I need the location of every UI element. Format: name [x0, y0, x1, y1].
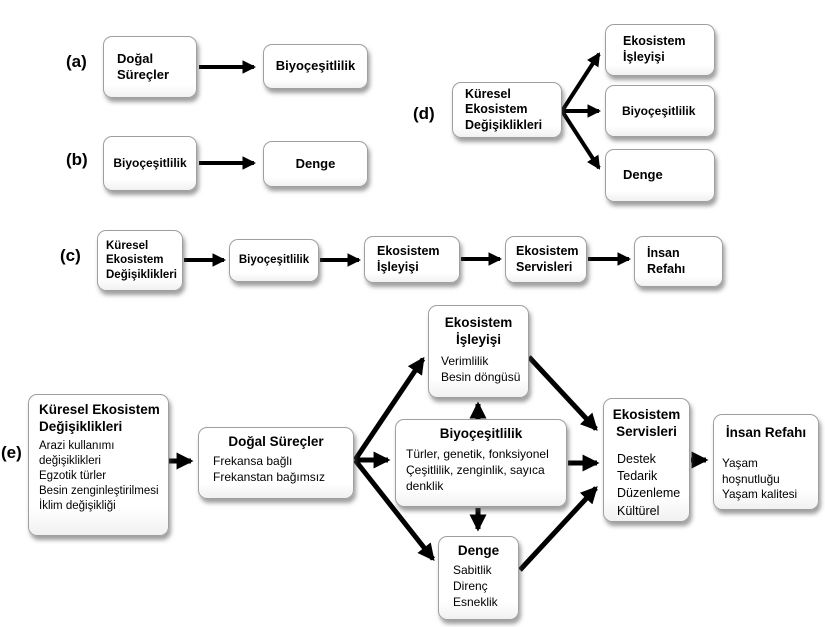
node-e-denge: Denge Sabitlik Direnç Esneklik — [438, 536, 519, 620]
node-body: Sabitlik Direnç Esneklik — [453, 562, 498, 609]
node-title: Biyoçeşitlilik — [622, 103, 696, 118]
node-body: Frekansa bağlı Frekanstan bağımsız — [213, 453, 326, 484]
node-title: Küresel Ekosistem Değişiklikleri — [106, 239, 177, 281]
node-body: Verimlilik Besin döngüsü — [441, 353, 521, 384]
node-body: Destek Tedarik Düzenleme Kültürel — [617, 451, 681, 518]
panel-label-d: (d) — [413, 104, 435, 123]
node-e-biyocesitlilik: Biyoçeşitlilik Türler, genetik, fonksiyo… — [395, 419, 567, 507]
arrow-d-1 — [560, 52, 601, 113]
node-c-servisleri: Ekosistem Servisleri — [505, 236, 587, 283]
node-body: Yaşam hoşnutluğu Yaşam kalitesi — [722, 455, 798, 502]
node-title: Ekosistem İşleyişi — [444, 315, 513, 347]
node-d-denge: Denge — [605, 149, 715, 202]
node-e-insan-refahi: İnsan Refahı Yaşam hoşnutluğu Yaşam kali… — [713, 414, 819, 510]
node-body: Arazi kullanımı değişiklikleri Egzotik t… — [39, 439, 159, 512]
node-c-kuresel: Küresel Ekosistem Değişiklikleri — [97, 230, 183, 291]
node-e-kuresel: Küresel Ekosistem Değişiklikleri Arazi k… — [28, 394, 169, 536]
node-title: İnsan Refahı — [725, 425, 807, 440]
node-d-biyocesitlilik: Biyoçeşitlilik — [605, 85, 715, 137]
node-c-biyocesitlilik: Biyoçeşitlilik — [229, 239, 319, 282]
node-title: Küresel Ekosistem Değişiklikleri — [39, 402, 160, 434]
node-title: Doğal Süreçler — [117, 50, 170, 82]
node-b-denge: Denge — [263, 141, 368, 187]
node-title: Biyoçeşitlilik — [113, 156, 187, 170]
node-title: Denge — [457, 543, 500, 558]
node-e-dogal-surecler: Doğal Süreçler Frekansa bağlı Frekanstan… — [198, 427, 354, 499]
panel-label-b: (b) — [66, 150, 88, 169]
node-title: Ekosistem Servisleri — [612, 407, 681, 439]
node-b-biyocesitlilik: Biyoçeşitlilik — [103, 136, 197, 191]
node-title: Ekosistem İşleyişi — [623, 34, 686, 64]
node-title: Biyoçeşitlilik — [439, 426, 523, 441]
panel-label-a: (a) — [66, 52, 87, 71]
node-d-kuresel: Küresel Ekosistem Değişiklikleri — [452, 82, 562, 138]
panel-label-c: (c) — [60, 246, 81, 265]
node-title: Küresel Ekosistem Değişiklikleri — [465, 86, 543, 132]
node-title: Ekosistem Servisleri — [516, 243, 579, 274]
node-title: Doğal Süreçler — [228, 434, 324, 449]
arrow-d-3 — [560, 109, 601, 170]
node-e-servisleri: Ekosistem Servisleri Destek Tedarik Düze… — [603, 398, 690, 522]
node-title: İnsan Refahı — [647, 245, 686, 276]
node-title: Biyoçeşitlilik — [238, 254, 310, 267]
node-body: Türler, genetik, fonksiyonel Çeşitlilik,… — [406, 446, 549, 493]
node-d-isleyisi: Ekosistem İşleyişi — [605, 24, 715, 76]
node-a-dogal-surecler: Doğal Süreçler — [103, 36, 197, 98]
node-title: Biyoçeşitlilik — [275, 58, 356, 74]
node-a-biyocesitlilik: Biyoçeşitlilik — [263, 44, 368, 89]
node-c-isleyisi: Ekosistem İşleyişi — [364, 236, 460, 283]
node-title: Denge — [295, 155, 336, 171]
node-title: Denge — [623, 167, 663, 183]
node-c-insan-refahi: İnsan Refahı — [634, 236, 723, 287]
node-e-isleyisi: Ekosistem İşleyişi Verimlilik Besin döng… — [428, 305, 529, 398]
node-title: Ekosistem İşleyişi — [377, 243, 440, 274]
panel-label-e: (e) — [1, 443, 22, 462]
